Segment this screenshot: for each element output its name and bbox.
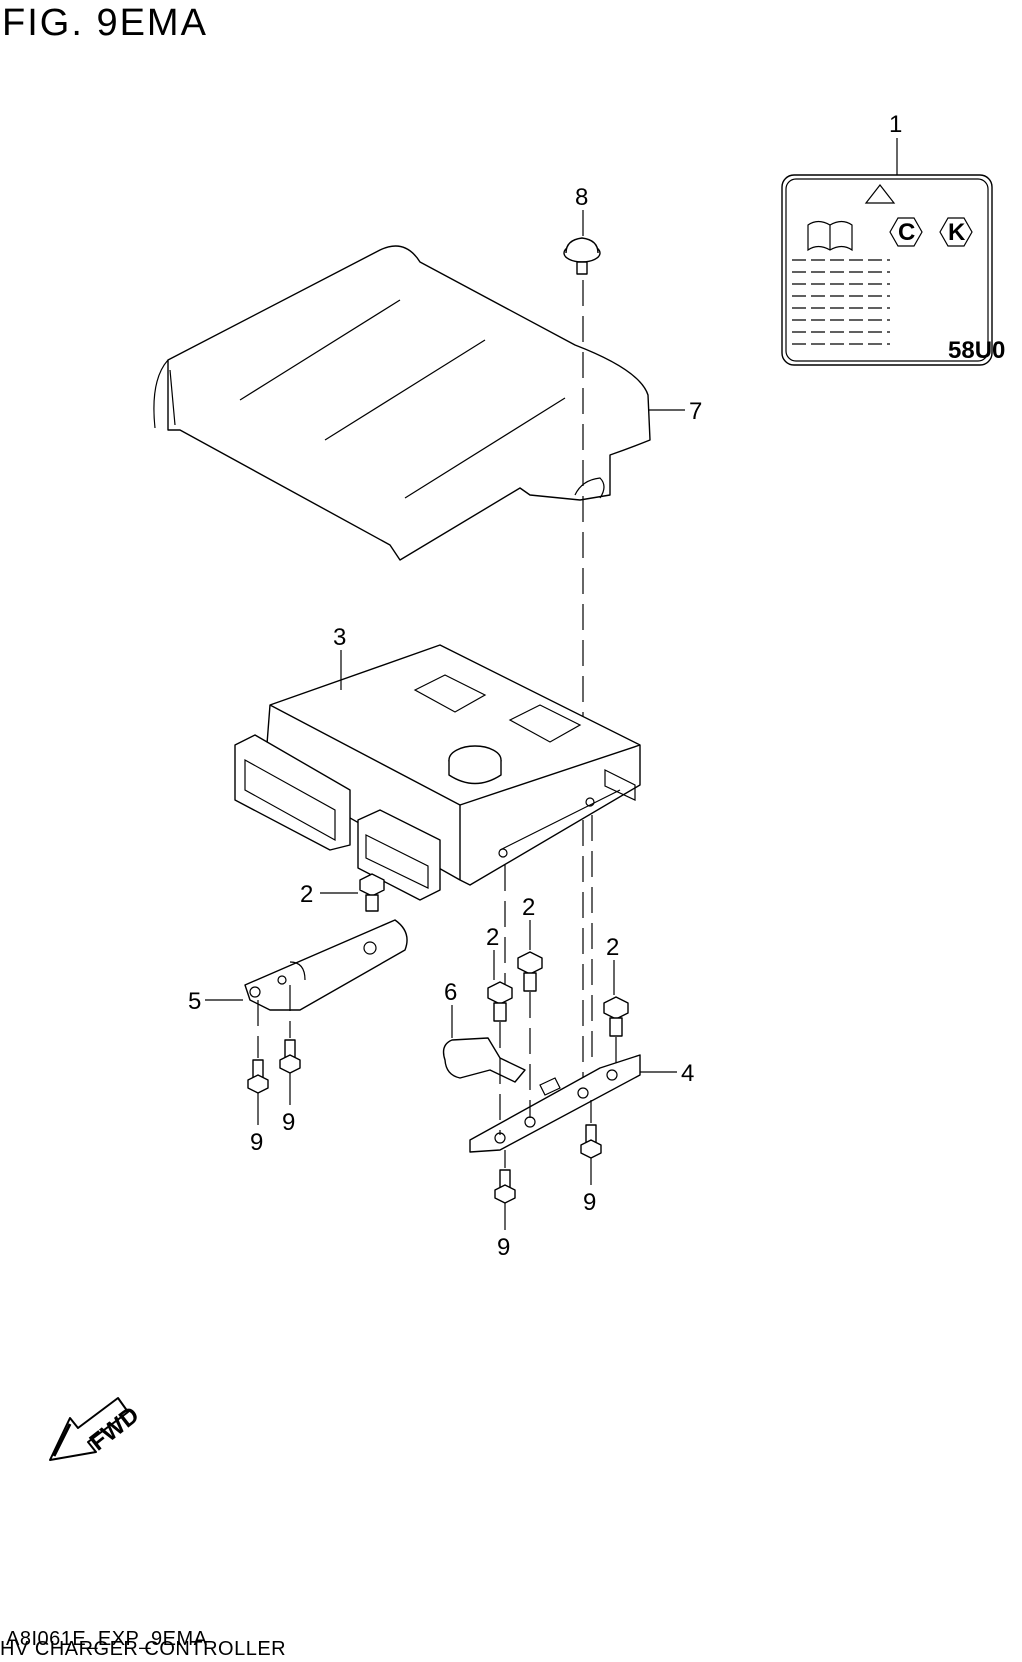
bolt-part-9-c xyxy=(580,1124,602,1159)
caution-label-part-1: C K 58U0 xyxy=(781,174,1005,366)
diagram-name: HV CHARGER CONTROLLER xyxy=(0,1638,287,1660)
callout-2-b: 2 xyxy=(522,894,535,921)
callout-5: 5 xyxy=(188,988,201,1015)
bolt-part-2-a xyxy=(359,873,385,912)
clamp-part-6 xyxy=(442,1037,526,1083)
callout-6: 6 xyxy=(444,979,457,1006)
callout-2-a: 2 xyxy=(300,881,313,908)
clip-part-8 xyxy=(563,237,601,275)
label-symbol-k: K xyxy=(948,219,966,246)
callout-8: 8 xyxy=(575,184,588,211)
bolt-part-2-b xyxy=(487,981,513,1022)
cover-part-7 xyxy=(153,245,651,561)
fwd-arrow: FWD xyxy=(49,1397,144,1461)
controller-part-3 xyxy=(234,644,641,901)
callout-7: 7 xyxy=(689,398,702,425)
callout-3: 3 xyxy=(333,624,346,651)
bolt-part-9-d xyxy=(494,1169,516,1204)
callout-2-d: 2 xyxy=(606,934,619,961)
callout-9-d: 9 xyxy=(497,1234,510,1261)
bolt-part-9-a xyxy=(247,1059,269,1094)
label-code: 58U0 xyxy=(948,337,1005,364)
callout-9-a: 9 xyxy=(250,1129,263,1156)
diagram-code: A8I061E_EXP_9EMA xyxy=(6,1628,208,1650)
bracket-part-5 xyxy=(244,919,408,1011)
label-symbol-c: C xyxy=(898,219,915,246)
bolt-part-2-c xyxy=(517,951,543,992)
callout-9-b: 9 xyxy=(282,1109,295,1136)
bolt-part-2-d xyxy=(603,996,629,1037)
figure-title: FIG. 9EMA xyxy=(2,2,208,44)
callout-9-c: 9 xyxy=(583,1189,596,1216)
callout-2-c: 2 xyxy=(486,924,499,951)
base-plate-part-4 xyxy=(469,1054,641,1153)
callout-4: 4 xyxy=(681,1060,694,1087)
bolt-part-9-b xyxy=(279,1039,301,1074)
callout-1: 1 xyxy=(889,111,902,138)
